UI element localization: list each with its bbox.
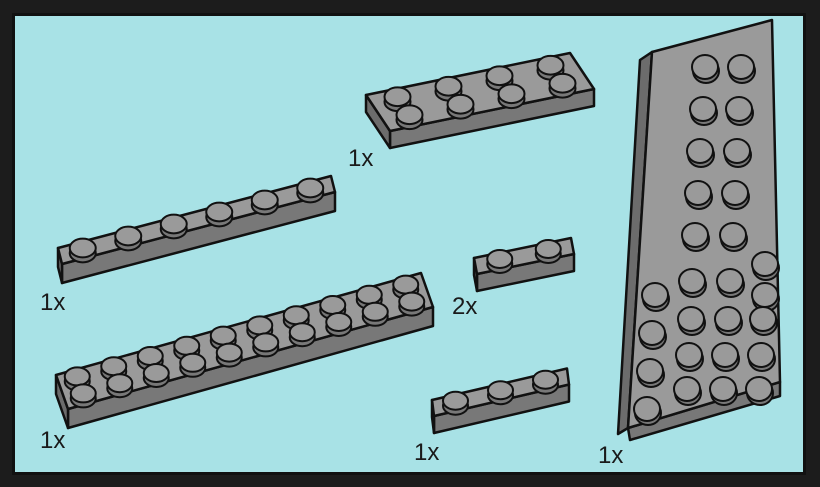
- stud: [393, 276, 418, 294]
- stud: [107, 374, 132, 392]
- stud: [487, 66, 513, 85]
- stud: [385, 87, 411, 106]
- stud: [678, 307, 704, 331]
- stud: [750, 307, 776, 331]
- stud: [326, 313, 351, 331]
- stud: [253, 333, 278, 351]
- plate-1x3-quantity: 1x: [414, 439, 439, 466]
- stud: [533, 371, 558, 389]
- stud: [634, 397, 660, 421]
- stud: [685, 181, 711, 205]
- stud: [252, 191, 278, 210]
- stud: [746, 377, 772, 401]
- stud: [180, 354, 205, 372]
- stud: [138, 347, 163, 365]
- stud: [752, 283, 778, 307]
- stud: [448, 95, 474, 114]
- stud: [65, 367, 90, 385]
- plate-1x2-quantity: 2x: [452, 293, 477, 320]
- stud: [752, 252, 778, 276]
- stud: [724, 139, 750, 163]
- stud: [715, 307, 741, 331]
- stud: [682, 223, 708, 247]
- stud: [363, 303, 388, 321]
- stud: [115, 227, 141, 246]
- stud: [728, 55, 754, 79]
- stud: [211, 327, 236, 345]
- stud: [144, 364, 169, 382]
- stud: [748, 343, 774, 367]
- stud: [443, 392, 468, 410]
- stud: [71, 384, 96, 402]
- stud: [284, 306, 309, 324]
- stud: [297, 179, 323, 198]
- stud: [717, 269, 743, 293]
- stud: [397, 105, 423, 124]
- stud: [720, 223, 746, 247]
- stud: [674, 377, 700, 401]
- stud: [722, 181, 748, 205]
- stud: [676, 343, 702, 367]
- stud: [487, 250, 512, 268]
- plate-2x10-quantity: 1x: [40, 427, 65, 454]
- stud: [687, 139, 713, 163]
- stud: [712, 343, 738, 367]
- stud: [536, 240, 561, 258]
- wedge-plate-part: [618, 20, 780, 440]
- stud: [642, 283, 668, 307]
- stud: [710, 377, 736, 401]
- stud: [247, 316, 272, 334]
- stud: [690, 97, 716, 121]
- stud: [637, 359, 663, 383]
- wedge-plate-quantity: 1x: [598, 442, 623, 469]
- stud: [70, 239, 96, 258]
- plate-2x4-quantity: 1x: [348, 145, 373, 172]
- stud: [161, 215, 187, 234]
- stud: [538, 56, 564, 75]
- stud: [101, 357, 126, 375]
- stud: [550, 74, 576, 93]
- stud: [488, 381, 513, 399]
- stud: [290, 323, 315, 341]
- stud: [399, 293, 424, 311]
- stud: [320, 296, 345, 314]
- stud: [217, 344, 242, 362]
- stud: [499, 84, 525, 103]
- stud: [692, 55, 718, 79]
- stud: [726, 97, 752, 121]
- stud: [639, 321, 665, 345]
- stud: [357, 286, 382, 304]
- stud: [436, 77, 462, 96]
- stud: [679, 269, 705, 293]
- stud: [174, 337, 199, 355]
- plate-1x6-quantity: 1x: [40, 289, 65, 316]
- stud: [206, 203, 232, 222]
